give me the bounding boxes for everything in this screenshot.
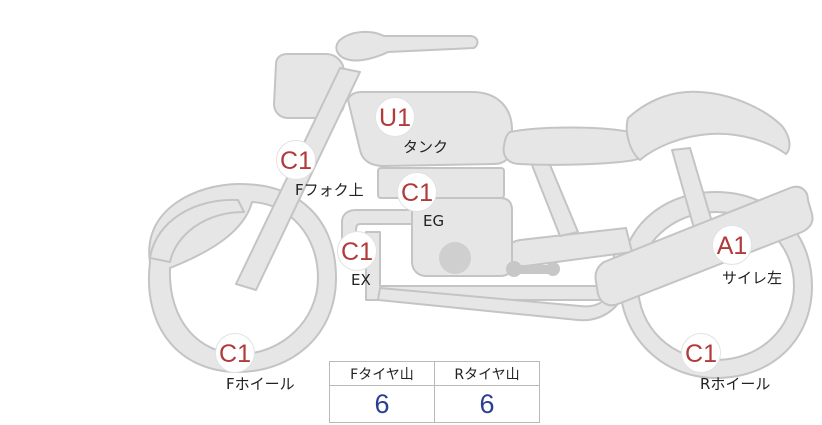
grade-badge-exhaust: C1 bbox=[337, 231, 377, 271]
front-tire-shape bbox=[147, 183, 337, 373]
grade-badge-rear-wheel: C1 bbox=[681, 333, 721, 373]
part-label-exhaust: EX bbox=[351, 271, 371, 289]
part-label-silencer-left: サイレ左 bbox=[722, 269, 783, 287]
rear-tire-shape bbox=[619, 191, 813, 379]
grade-badge-silencer-left: A1 bbox=[712, 225, 752, 265]
front-fender-shape bbox=[149, 198, 245, 263]
silencer-shape bbox=[594, 185, 814, 307]
part-label-engine: EG bbox=[423, 212, 445, 230]
rear-frame-shape bbox=[529, 159, 579, 237]
part-label-front-fork: Fフォク上 bbox=[295, 181, 364, 199]
handlebar-shape bbox=[335, 30, 479, 62]
front-tread-value: 6 bbox=[329, 385, 435, 423]
tire-tread-table: Fタイヤ山 Rタイヤ山 6 6 bbox=[329, 361, 540, 423]
grade-badge-engine: C1 bbox=[397, 172, 437, 212]
brake-pedal-shape bbox=[506, 261, 560, 277]
grade-badge-tank: U1 bbox=[375, 97, 415, 137]
rear-fender-shape bbox=[625, 90, 791, 161]
front-tread-header: Fタイヤ山 bbox=[329, 361, 435, 386]
rear-tread-header: Rタイヤ山 bbox=[434, 361, 540, 386]
grade-badge-front-fork: C1 bbox=[276, 140, 316, 180]
part-label-tank: タンク bbox=[403, 138, 449, 156]
rear-tread-value: 6 bbox=[434, 385, 540, 423]
seat-shape bbox=[502, 126, 641, 166]
grade-badge-front-wheel: C1 bbox=[215, 333, 255, 373]
engine-cover-shape bbox=[439, 242, 471, 274]
part-label-rear-wheel: Rホイール bbox=[700, 375, 771, 393]
part-label-front-wheel: Fホイール bbox=[226, 375, 295, 393]
